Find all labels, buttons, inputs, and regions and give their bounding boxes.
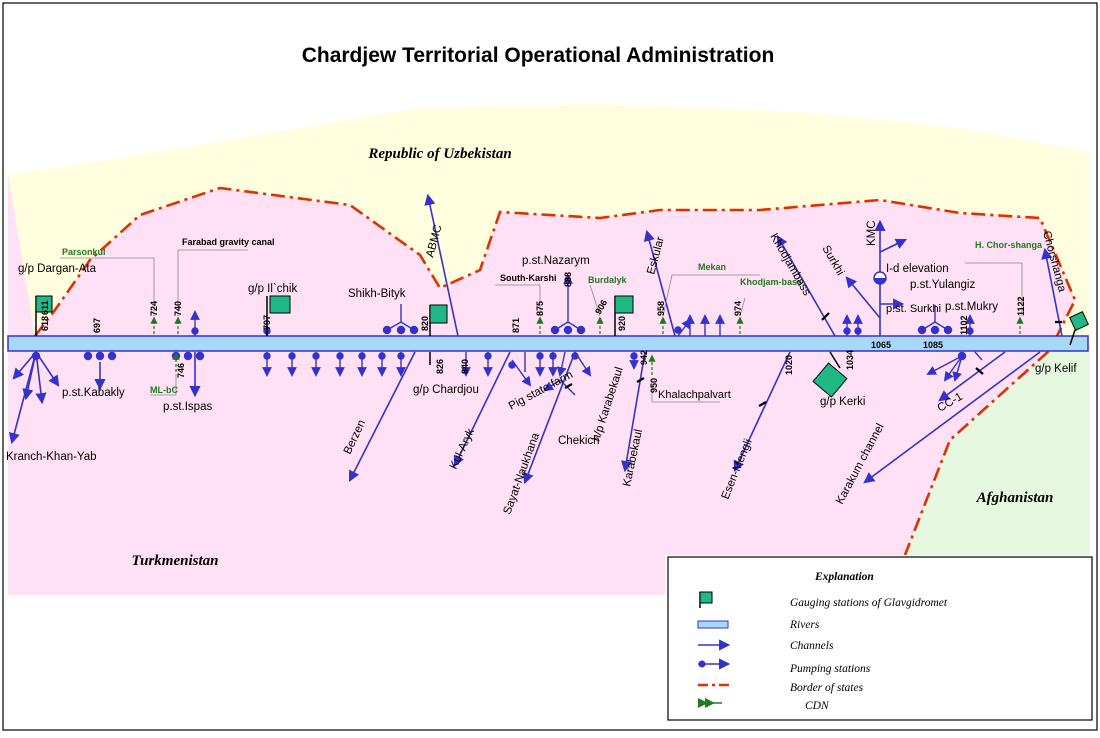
km-1085: 1085: [923, 340, 943, 350]
km-746: 746: [176, 363, 186, 378]
km-888: 888: [563, 272, 573, 287]
label-kranch-khan-yab: Kranch-Khan-Yab: [6, 451, 97, 463]
label-gp-kelif: g/p Kelif: [1035, 363, 1077, 375]
legend-item-gauging: Gauging stations of Glavgidromet: [790, 597, 948, 609]
legend-item-cdn: CDN: [805, 700, 830, 712]
page-title: Chardjew Territorial Operational Adminis…: [302, 44, 775, 67]
km-697: 697: [92, 318, 102, 333]
pumping-stations-south: [31, 351, 983, 396]
km-950: 950: [649, 378, 659, 393]
legend-box: [667, 556, 1093, 721]
km-942: 942: [639, 350, 649, 365]
afghanistan-area: [905, 345, 1090, 555]
km-marks: 618 611 697 724 740 746 797 820 826 840 …: [40, 272, 1026, 393]
gauge-flag-icon: [699, 591, 713, 608]
legend: Explanation Gauging stations of Glavgidr…: [667, 556, 1093, 721]
label-pst-yulangiz: p.st.Yulangiz: [910, 279, 975, 291]
km-871: 871: [511, 318, 521, 333]
elevation-icon-fill: [874, 278, 886, 284]
label-pst-kabakly: p.st.Kabakly: [62, 387, 125, 399]
country-uzbekistan: Republic of Uzbekistan: [367, 146, 511, 162]
gauge-dargan-ata: [35, 295, 53, 336]
km-820: 820: [420, 316, 430, 331]
km-1020: 1020: [784, 355, 794, 375]
cdn-parsonkul: Parsonkul: [62, 247, 106, 257]
south-karshi-label: South-Karshi: [500, 273, 557, 283]
channels-north-short: [190, 274, 975, 337]
country-turkmenistan: Turkmenistan: [132, 553, 219, 569]
km-958: 958: [656, 301, 666, 316]
cdn-mekan: Mekan: [698, 262, 726, 272]
leader-lines: [60, 249, 1023, 403]
gauge-kelif: [1069, 311, 1089, 346]
label-pst-ispas: p.st.Ispas: [163, 401, 212, 413]
hydro-barriers: [564, 312, 1062, 407]
farabad-gravity-canal: Farabad gravity canal: [182, 237, 275, 247]
pumping-station-icon: [698, 658, 731, 670]
cdn-labels: Parsonkul Farabad gravity canal South-Ka…: [62, 237, 1043, 401]
km-611: 611: [40, 300, 50, 315]
cdn-marks: [150, 316, 1024, 375]
label-pst-mukry: p.st.Mukry: [945, 301, 998, 313]
km-875: 875: [535, 301, 545, 316]
km-1102: 1102: [959, 315, 969, 335]
label-pst-nazarym: p.st.Nazarym: [522, 255, 590, 267]
legend-item-pumping: Pumping stations: [789, 663, 871, 675]
legend-title: Explanation: [814, 571, 874, 583]
gauge-ilchik: [266, 295, 291, 336]
km-920: 920: [617, 316, 627, 331]
label-shikh-bityk: Shikh-Bityk: [348, 288, 406, 300]
km-1065: 1065: [871, 340, 891, 350]
gauge-burdalyk: [614, 295, 634, 336]
channels-south: [8, 351, 1041, 485]
cdn-arrow-icon: [698, 698, 722, 708]
km-724: 724: [149, 301, 159, 316]
km-1034: 1034: [845, 350, 855, 370]
amudarya-river: [7, 335, 1089, 352]
cdn-h-chorshanga: H. Chor-shanga: [975, 240, 1043, 250]
river-icon: [697, 620, 729, 629]
country-afghanistan: Afghanistan: [976, 490, 1054, 506]
cdn-burdalyk: Burdalyk: [588, 275, 628, 285]
km-797: 797: [262, 315, 272, 330]
km-840: 840: [460, 359, 470, 374]
label-kmc: KMC: [866, 220, 878, 246]
cdn-ml-bc: ML-bC: [150, 385, 178, 395]
khalachpalvart-label: Khalachpalvart: [658, 389, 731, 401]
km-974: 974: [733, 301, 743, 316]
state-border: [33, 186, 1077, 556]
gauge-kerki: [812, 351, 848, 398]
legend-item-border: Border of states: [790, 682, 864, 694]
label-gp-dargan-ata: g/p Dargan-Ata: [18, 263, 97, 275]
turkmenistan-area: [8, 175, 1075, 595]
label-gp-kerki: g/p Kerki: [820, 396, 865, 408]
label-gp-ilchik: g/p Il`chik: [248, 283, 297, 295]
km-1122: 1122: [1016, 296, 1026, 316]
label-pst-surkhi: p.st. Surkhi: [886, 303, 941, 315]
gauge-chardjou: [429, 304, 448, 365]
km-826: 826: [435, 359, 445, 374]
label-chekich: Chekich: [558, 435, 600, 447]
cdn-khodjambass: Khodjam-bass: [740, 277, 802, 287]
label-id-elevation: I-d elevation: [886, 263, 949, 275]
km-618: 618: [40, 316, 50, 331]
label-gp-chardjou: g/p Chardjou: [413, 384, 479, 396]
legend-item-rivers: Rivers: [789, 619, 820, 631]
legend-item-channels: Channels: [790, 640, 834, 652]
km-740: 740: [173, 301, 183, 316]
